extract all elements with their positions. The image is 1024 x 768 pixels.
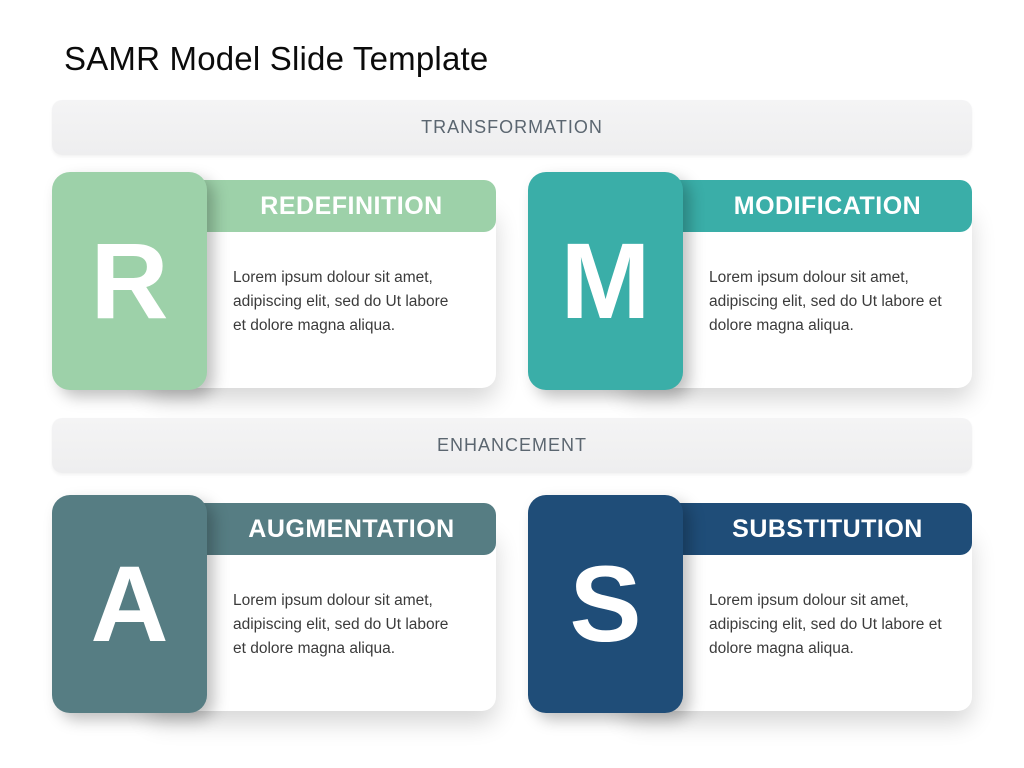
card-redefinition-description: Lorem ipsum dolour sit amet, adipiscing … [233, 269, 449, 334]
card-modification-tile: M [528, 172, 683, 390]
card-modification: MODIFICATION M Lorem ipsum dolour sit am… [528, 172, 972, 390]
card-augmentation: AUGMENTATION A Lorem ipsum dolour sit am… [52, 495, 496, 713]
card-substitution: SUBSTITUTION S Lorem ipsum dolour sit am… [528, 495, 972, 713]
card-redefinition-letter: R [90, 220, 169, 341]
enhancement-banner: ENHANCEMENT [52, 418, 972, 473]
card-augmentation-letter: A [90, 543, 169, 664]
transformation-banner-label: TRANSFORMATION [421, 117, 603, 137]
card-modification-heading: MODIFICATION [733, 191, 922, 220]
card-modification-description: Lorem ipsum dolour sit amet, adipiscing … [709, 269, 942, 334]
enhancement-banner-label: ENHANCEMENT [436, 435, 587, 455]
card-modification-letter: M [560, 220, 651, 341]
card-augmentation-description: Lorem ipsum dolour sit amet, adipiscing … [233, 592, 449, 657]
card-substitution-description: Lorem ipsum dolour sit amet, adipiscing … [709, 592, 942, 657]
card-redefinition-tile: R [52, 172, 207, 390]
card-substitution-tile: S [528, 495, 683, 713]
card-substitution-heading: SUBSTITUTION [732, 514, 923, 543]
transformation-banner: TRANSFORMATION [52, 100, 972, 155]
page-title: SAMR Model Slide Template [64, 40, 489, 77]
card-redefinition: REDEFINITION R Lorem ipsum dolour sit am… [52, 172, 496, 390]
card-augmentation-heading: AUGMENTATION [248, 514, 455, 543]
card-redefinition-heading: REDEFINITION [260, 191, 443, 220]
card-augmentation-tile: A [52, 495, 207, 713]
card-substitution-letter: S [569, 543, 642, 664]
